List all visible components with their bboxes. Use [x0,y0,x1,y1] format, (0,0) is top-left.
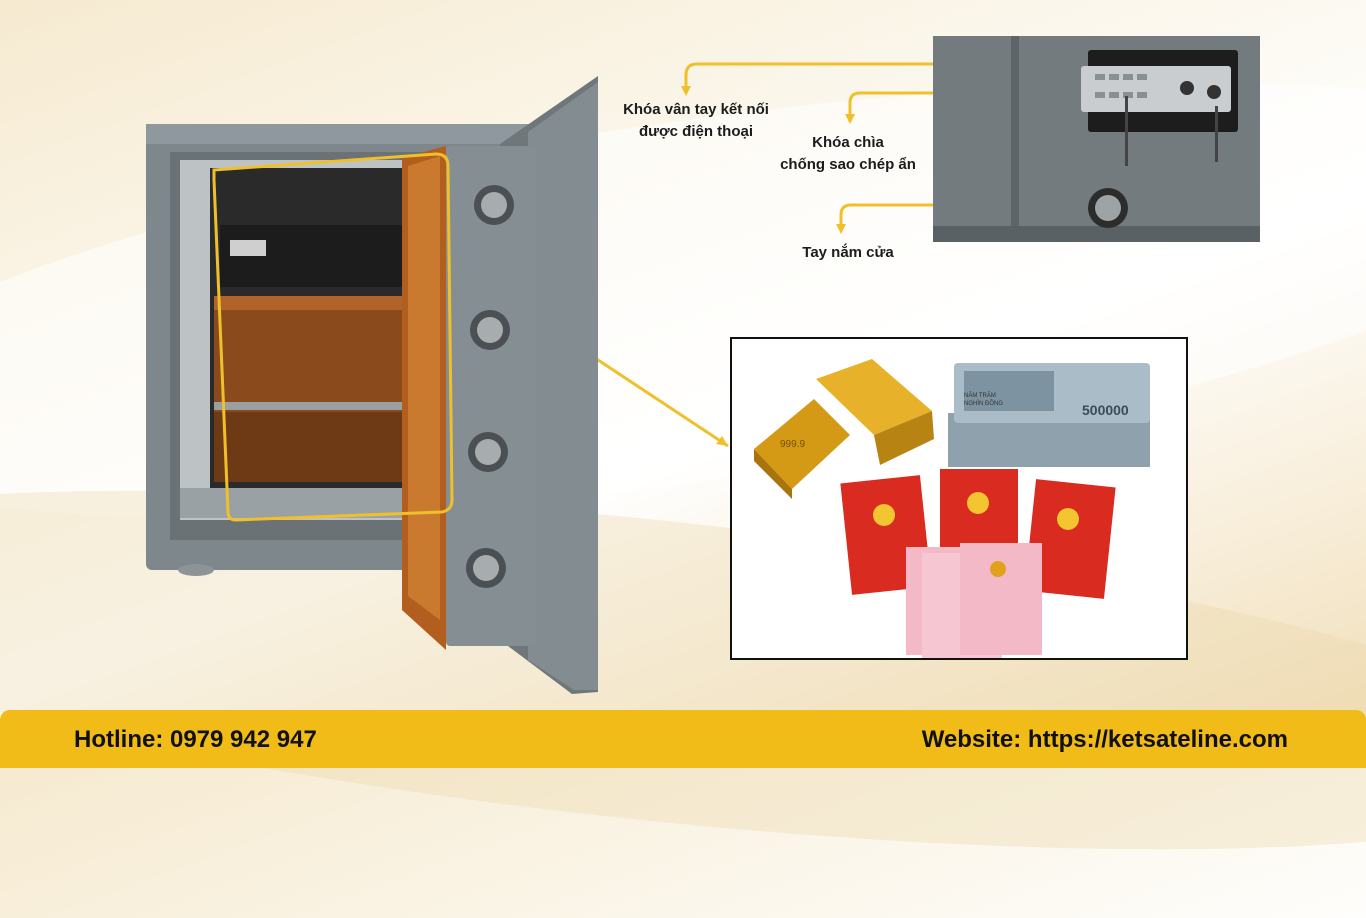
gold-bar-stamp: 999.9 [780,439,805,450]
key-lock-label: Khóa chìa chống sao chép ẩn [780,134,916,173]
banknote-stack: NĂM TRĂM NGHÌN ĐỒNG 500000 [948,363,1150,467]
safe-door [402,76,598,694]
safe-illustration [146,62,1188,694]
lock-closeup-photo [933,36,1260,242]
safe-body [146,124,578,576]
website-link[interactable]: Website: https://ketsateline.com [921,726,1288,753]
banknote-words-2: NGHÌN ĐỒNG [964,400,1003,407]
gold-bars: 999.9 [754,359,934,499]
locking-bolts [466,185,514,588]
arrow-head [716,436,728,446]
fingerprint-lock-label: Khóa vân tay kết nối được điện thoại [623,101,769,140]
hotline-text: Hotline: 0979 942 947 [74,726,317,753]
valuables-image-frame: 999.9 NĂM TRĂM NGHÌN ĐỒNG 500000 [730,337,1188,660]
door-handle-label: Tay nắm cửa [802,244,894,261]
key-hole [1207,85,1221,99]
contact-footer: Hotline: 0979 942 947 Website: https://k… [0,710,1366,768]
banknote-denomination: 500000 [1082,402,1129,418]
key [1125,96,1128,166]
banknote-words-1: NĂM TRĂM [964,392,996,399]
pink-certificates [906,543,1042,658]
interior-highlight [212,152,454,522]
